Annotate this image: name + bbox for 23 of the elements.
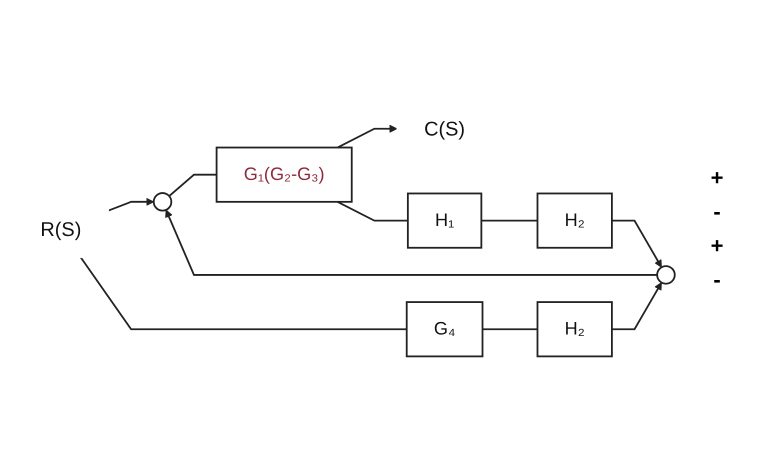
node-circle — [656, 265, 676, 285]
arrow — [612, 220, 662, 268]
connector — [337, 201, 408, 222]
arrow — [612, 282, 662, 330]
sign-label: + — [710, 232, 724, 258]
node-text: C(S) — [424, 118, 466, 140]
node-circle — [152, 192, 172, 212]
sign-label: - — [712, 266, 722, 292]
connector — [168, 174, 217, 197]
sign-label: + — [710, 164, 724, 190]
node-box: H₂ — [536, 192, 613, 249]
node-text: R(S) — [40, 218, 82, 240]
sign-label: - — [712, 198, 722, 224]
node-box: G₄ — [406, 301, 484, 358]
connector — [481, 220, 538, 222]
connector — [482, 328, 538, 330]
arrow — [337, 124, 398, 149]
arrow — [108, 198, 154, 212]
connector — [80, 257, 407, 330]
node-box: H₁ — [406, 192, 482, 249]
node-box: G₁(G₂-G₃) — [216, 146, 353, 203]
node-box: H₂ — [536, 301, 613, 358]
arrow — [165, 210, 658, 276]
